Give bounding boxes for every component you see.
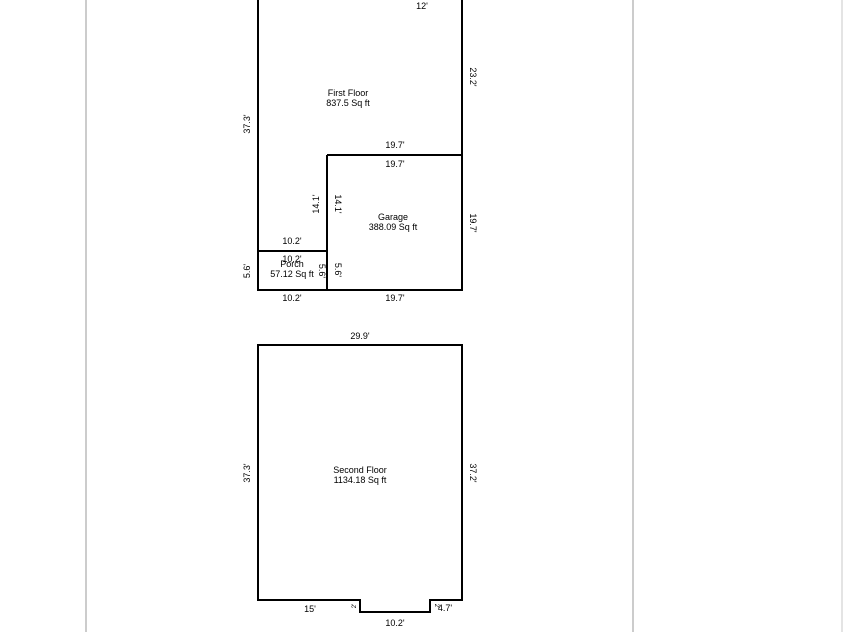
second-floor-area: 1134.18 Sq ft [334, 475, 387, 485]
garage-dim-lower-left: 5.6' [333, 263, 343, 278]
second-floor-outline [257, 344, 463, 613]
second-floor-dim-bottom-notch: 10.2' [385, 618, 405, 628]
garage-name: Garage [378, 212, 408, 222]
porch-dim-right: 5.6' [317, 264, 327, 279]
first-floor-plan [257, 0, 463, 291]
first-floor-area: 837.5 Sq ft [326, 98, 370, 108]
second-floor-dim-notch-left: 2' [352, 604, 358, 608]
first-floor-dim-top: 12' [416, 1, 428, 11]
second-floor-dim-notch-right: 2' [433, 604, 439, 608]
porch-dim-top-inner: 10.2' [282, 254, 302, 264]
porch-dim-top: 10.2' [282, 236, 302, 246]
first-floor-name: First Floor [328, 88, 369, 98]
second-floor-dim-bottom-right: 4.7' [438, 603, 453, 613]
first-floor-dim-right: 23.2' [468, 67, 478, 87]
porch-area: 57.12 Sq ft [270, 269, 314, 279]
second-floor-name: Second Floor [333, 465, 387, 475]
porch-dim-bottom: 10.2' [282, 293, 302, 303]
garage-dim-top: 19.7' [385, 159, 405, 169]
garage-dim-right: 19.7' [468, 213, 478, 233]
first-floor-outline [257, 0, 463, 291]
second-floor-dim-top: 29.9' [350, 331, 370, 341]
second-floor-dim-left: 37.3' [242, 463, 252, 483]
second-floor-dim-right: 37.2' [468, 463, 478, 483]
porch-dim-left: 5.6' [242, 264, 252, 279]
garage-dim-bottom: 19.7' [385, 293, 405, 303]
porch-name: Porch [280, 259, 304, 269]
first-floor-dim-inner-left: 14.1' [311, 194, 321, 214]
first-floor-dim-inner-step: 19.7' [385, 140, 405, 150]
second-floor-dim-bottom-left: 15' [304, 604, 316, 614]
first-floor-dim-left: 37.3' [242, 114, 252, 134]
garage-dim-left: 14.1' [333, 194, 343, 214]
garage-area: 388.09 Sq ft [369, 222, 418, 232]
second-floor-plan [257, 344, 463, 613]
